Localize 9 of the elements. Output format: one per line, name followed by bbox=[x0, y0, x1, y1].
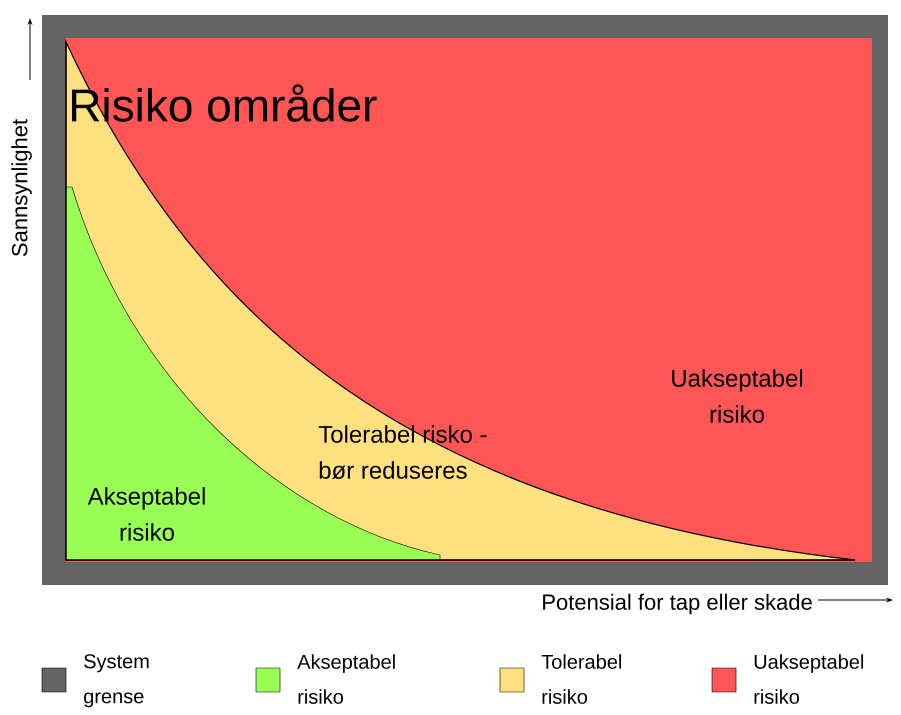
legend-label: Akseptabel risiko bbox=[297, 654, 395, 704]
region-label: Akseptabel risiko bbox=[88, 487, 205, 541]
axis-label: Potensial for tap eller skade bbox=[543, 594, 812, 614]
legend-label: System grense bbox=[84, 654, 149, 708]
axis-label: Sannsynlighet bbox=[11, 119, 32, 256]
legend-label: Tolerabel risiko bbox=[542, 654, 622, 704]
region-label: Tolerabel risko - bør reduseres bbox=[318, 425, 486, 480]
region-label: Uakseptabel risiko bbox=[672, 369, 802, 423]
legend-label: Uakseptabel risiko bbox=[754, 654, 864, 704]
